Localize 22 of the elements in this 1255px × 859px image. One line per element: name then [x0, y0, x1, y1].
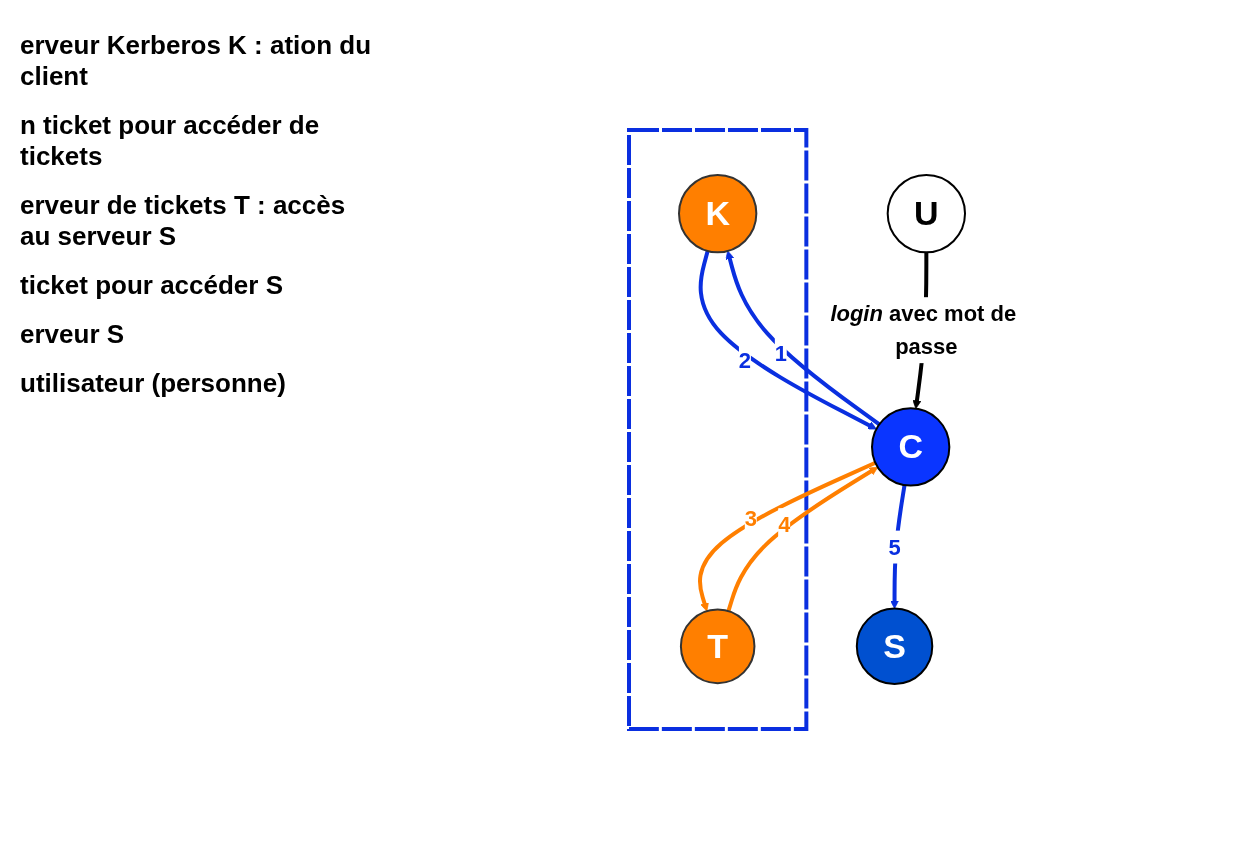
- node-circle: T: [679, 608, 756, 685]
- note-text: erveur de tickets T : accès au serveur S: [20, 190, 347, 252]
- note-text: erveur Kerberos K : ation du client: [20, 30, 373, 92]
- edge-label: login avec mot de passe: [830, 301, 1017, 360]
- note-text: ticket pour accéder S: [20, 270, 284, 301]
- arrow: [698, 250, 877, 430]
- note-text: erveur S: [20, 319, 126, 350]
- note-text: utilisateur (personne): [20, 368, 287, 399]
- edge-label: 1: [774, 340, 787, 366]
- node-circle: S: [855, 607, 934, 686]
- node-circle: U: [886, 173, 966, 254]
- node-circle: C: [870, 407, 951, 487]
- edge-label: 4: [778, 512, 791, 538]
- edge-label: 3: [744, 506, 757, 532]
- note-text: n ticket pour accéder de tickets: [20, 110, 321, 172]
- arrow: [697, 460, 877, 612]
- edge-label: 5: [888, 534, 901, 560]
- node-circle: K: [677, 173, 758, 254]
- arrow: [726, 466, 878, 612]
- edge-label: 2: [738, 348, 751, 374]
- cluster: [626, 127, 809, 732]
- arrow: [725, 250, 881, 426]
